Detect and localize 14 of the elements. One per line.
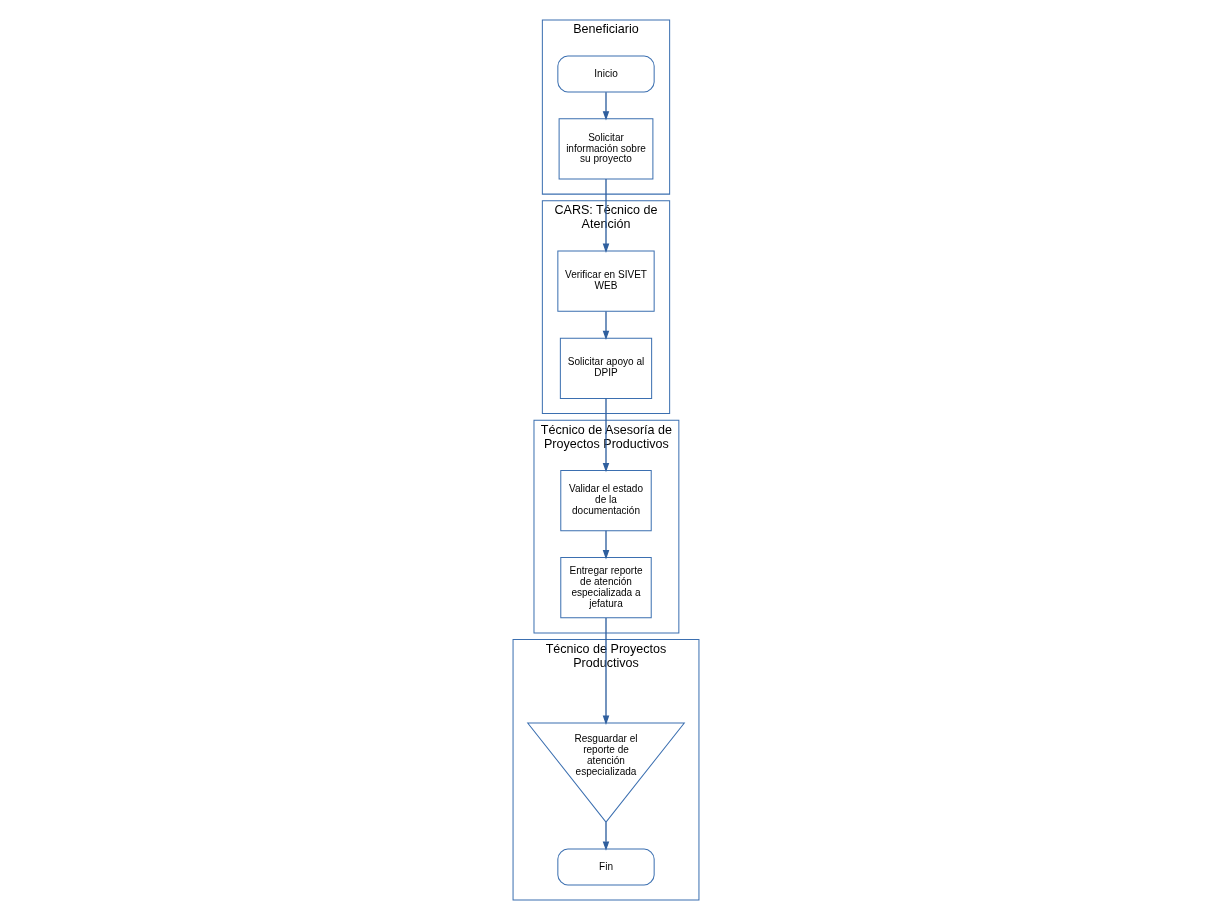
node-box: Fin — [557, 848, 655, 886]
arrow — [602, 617, 610, 725]
node-box: Entregar reporte de atención especializada a jefatura — [560, 557, 652, 619]
arrow — [602, 178, 610, 253]
node-box: Solicitar apoyo al DPIP — [559, 337, 653, 399]
node-box: Inicio — [557, 55, 655, 93]
arrow — [602, 91, 610, 121]
node-box: Verificar en SIVET WEB — [557, 250, 655, 312]
arrow — [602, 530, 610, 560]
node-box: Solicitar información sobre su proyecto — [558, 118, 654, 180]
arrow — [602, 397, 610, 473]
arrow — [602, 310, 610, 341]
node-box: Validar el estado de la documentación — [560, 469, 652, 532]
arrow — [602, 821, 610, 851]
